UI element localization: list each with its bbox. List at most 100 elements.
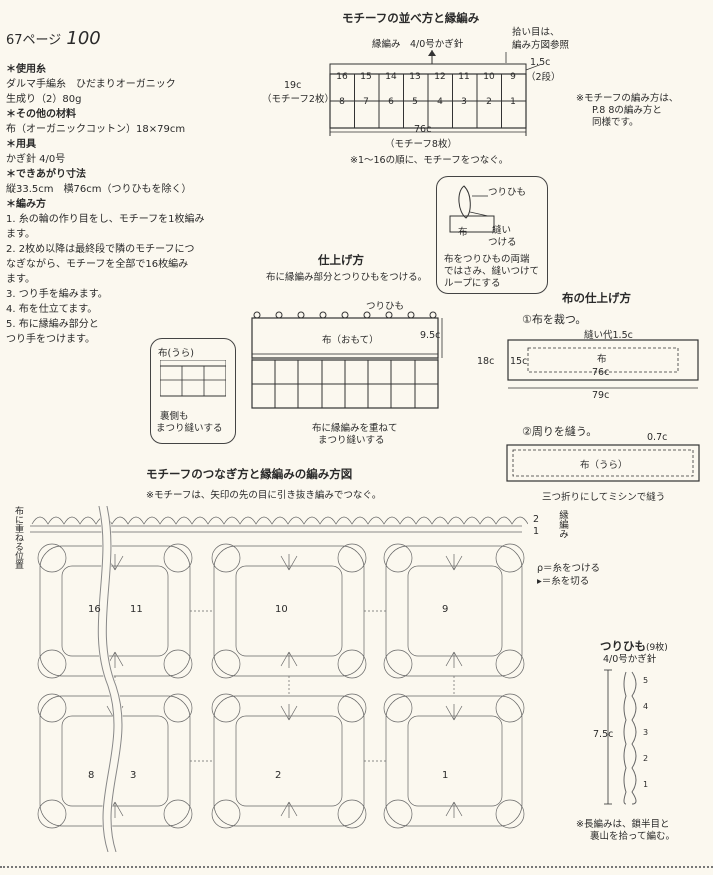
cloth-back-label: 布（うら） bbox=[580, 460, 628, 471]
method-line-9: つり手をつけます。 bbox=[6, 334, 95, 345]
bubble-strap-label: つりひも bbox=[488, 187, 527, 198]
seam-label: 縫い代1.5c bbox=[584, 330, 633, 341]
edge-label: 縁編み 4/0号かぎ針 bbox=[372, 39, 464, 50]
layout-cell: 16 bbox=[336, 72, 348, 82]
legend-cut: ▸＝糸を切る bbox=[537, 576, 590, 587]
strap-row-number: 5 bbox=[643, 676, 649, 685]
cloth-height: 18c bbox=[477, 356, 495, 367]
height-label-1: 19c bbox=[284, 80, 302, 91]
layout-cell: 5 bbox=[412, 97, 418, 107]
motif-number: 16 bbox=[88, 604, 101, 615]
edge-dim-1: 1.5c bbox=[530, 57, 551, 68]
method-line-3: 2. 2枚め以降は最終段で隣のモチーフにつ bbox=[6, 244, 195, 255]
back-side-bubble bbox=[150, 338, 236, 444]
cloth-finish-title: 布の仕上げ方 bbox=[562, 291, 631, 305]
motif-number: 2 bbox=[275, 770, 282, 781]
strap-chart bbox=[604, 669, 637, 805]
layout-cell: 1 bbox=[510, 97, 516, 107]
layout-cell: 9 bbox=[510, 72, 516, 82]
strap-length: 7.5c bbox=[593, 729, 614, 740]
size-title: ＊できあがり寸法 bbox=[6, 169, 86, 180]
bubble-attach-label: つける bbox=[488, 237, 517, 248]
right-note-3: 同様です。 bbox=[592, 117, 639, 128]
bubble-sew-label: 縫い bbox=[492, 225, 512, 236]
method-line-8: 5. 布に縁編み部分と bbox=[6, 319, 99, 330]
strap-note-2: 裏山を拾って編む。 bbox=[590, 831, 676, 842]
strap-note-1: ※長編みは、鎖半目と bbox=[576, 819, 670, 830]
attach-yarn-icon: ρ bbox=[537, 563, 544, 574]
method-line-1: 1. 糸の輪の作り目をし、モチーフを1枚編み bbox=[6, 214, 205, 225]
layout-cell: 14 bbox=[385, 72, 397, 82]
page-reference: 67ページ 100 bbox=[6, 28, 101, 49]
width-label-2: （モチーフ8枚） bbox=[385, 139, 457, 150]
method-line-6: 3. つり手を編みます。 bbox=[6, 289, 108, 300]
method-line-4: なぎながら、モチーフを全部で16枚編み bbox=[6, 259, 189, 270]
cloth-inner-w: 76c bbox=[592, 367, 610, 378]
cut-yarn-icon: ▸ bbox=[537, 576, 542, 587]
back-side-note-2: まつり縫いする bbox=[156, 423, 223, 434]
curtain-cloth-label: 布（おもて） bbox=[322, 335, 379, 346]
layout-cell: 6 bbox=[388, 97, 394, 107]
bubble-note-2: ではさみ、縫いつけて bbox=[444, 266, 540, 277]
edge-dim-2: （2段） bbox=[526, 72, 561, 83]
chart-title: モチーフのつなぎ方と縁編みの編み方図 bbox=[146, 467, 353, 481]
finish-bottom-note-1: 布に縁編みを重ねて bbox=[312, 423, 398, 434]
back-side-note-1: 裏側も bbox=[160, 411, 189, 422]
order-note: ※1〜16の順に、モチーフをつなぐ。 bbox=[350, 155, 509, 166]
cloth-inner-h: 15c bbox=[510, 356, 528, 367]
pickup-note-2: 編み方図参照 bbox=[512, 40, 570, 51]
layout-cell: 12 bbox=[434, 72, 446, 82]
height-label-2: （モチーフ2枚） bbox=[262, 94, 334, 105]
pickup-note-1: 拾い目は、 bbox=[512, 27, 560, 38]
chart-note: ※モチーフは、矢印の先の目に引き抜き編みでつなぐ。 bbox=[146, 490, 382, 501]
motif-number: 11 bbox=[130, 604, 143, 615]
strap-row-number: 4 bbox=[643, 702, 649, 711]
legend-attach: ρ＝糸をつける bbox=[537, 563, 601, 574]
method-line-2: ます。 bbox=[6, 229, 35, 240]
method-line-7: 4. 布を仕立てます。 bbox=[6, 304, 98, 315]
layout-diagram-title: モチーフの並べ方と縁編み bbox=[342, 11, 480, 25]
tools-line: かぎ針 4/0号 bbox=[6, 154, 66, 165]
cloth-sew-drawing bbox=[506, 444, 700, 482]
page-ref-number: 100 bbox=[66, 28, 101, 49]
motif-number: 3 bbox=[130, 770, 137, 781]
strap-title: つりひも(9枚) bbox=[600, 639, 668, 653]
other-materials-line: 布（オーガニックコットン）18×79cm bbox=[6, 124, 186, 135]
crochet-chart bbox=[30, 506, 528, 852]
layout-cell: 4 bbox=[437, 97, 443, 107]
motif-number: 1 bbox=[442, 770, 449, 781]
strap-detail-drawing bbox=[449, 185, 495, 233]
layout-cell: 10 bbox=[483, 72, 495, 82]
layout-cell: 13 bbox=[409, 72, 421, 82]
cloth-cut-label: 布 bbox=[597, 354, 607, 365]
layout-cell: 15 bbox=[360, 72, 372, 82]
strap-row-number: 1 bbox=[643, 780, 649, 789]
layout-cell: 7 bbox=[363, 97, 369, 107]
layout-cell: 8 bbox=[339, 97, 345, 107]
strap-row-number: 3 bbox=[643, 728, 649, 737]
chart-row-2: 2 bbox=[533, 514, 540, 525]
back-side-drawing bbox=[160, 360, 226, 397]
finish-subtitle: 布に縁編み部分とつりひもをつける。 bbox=[266, 272, 428, 283]
chart-side-label: 布に重ねる位置 bbox=[13, 506, 23, 569]
strap-detail-bubble bbox=[436, 176, 548, 294]
other-materials-title: ＊その他の材料 bbox=[6, 109, 76, 120]
layout-cell: 2 bbox=[486, 97, 492, 107]
size-line: 縦33.5cm 横76cm（つりひもを除く） bbox=[6, 184, 192, 195]
page-bottom-border bbox=[0, 866, 713, 868]
layout-cell: 3 bbox=[461, 97, 467, 107]
yarn-line-1: ダルマ手編糸 ひだまりオーガニック bbox=[6, 79, 176, 90]
chart-row-1: 1 bbox=[533, 526, 540, 537]
sew-note: 三つ折りにしてミシンで縫う bbox=[542, 492, 666, 503]
finish-curtain-drawing bbox=[251, 311, 443, 409]
motif-number: 9 bbox=[442, 604, 449, 615]
yarn-title: ＊使用糸 bbox=[6, 64, 46, 75]
layout-grid-lines bbox=[329, 50, 540, 136]
motif-number: 8 bbox=[88, 770, 95, 781]
tools-title: ＊用具 bbox=[6, 139, 36, 150]
cloth-dim-2: 0.7c bbox=[647, 432, 668, 443]
right-note-1: ※モチーフの編み方は、 bbox=[576, 93, 679, 104]
cloth-cut-drawing bbox=[507, 339, 699, 389]
right-note-2: P.8 8の編み方と bbox=[592, 105, 662, 116]
cloth-outer-w: 79c bbox=[592, 390, 610, 401]
